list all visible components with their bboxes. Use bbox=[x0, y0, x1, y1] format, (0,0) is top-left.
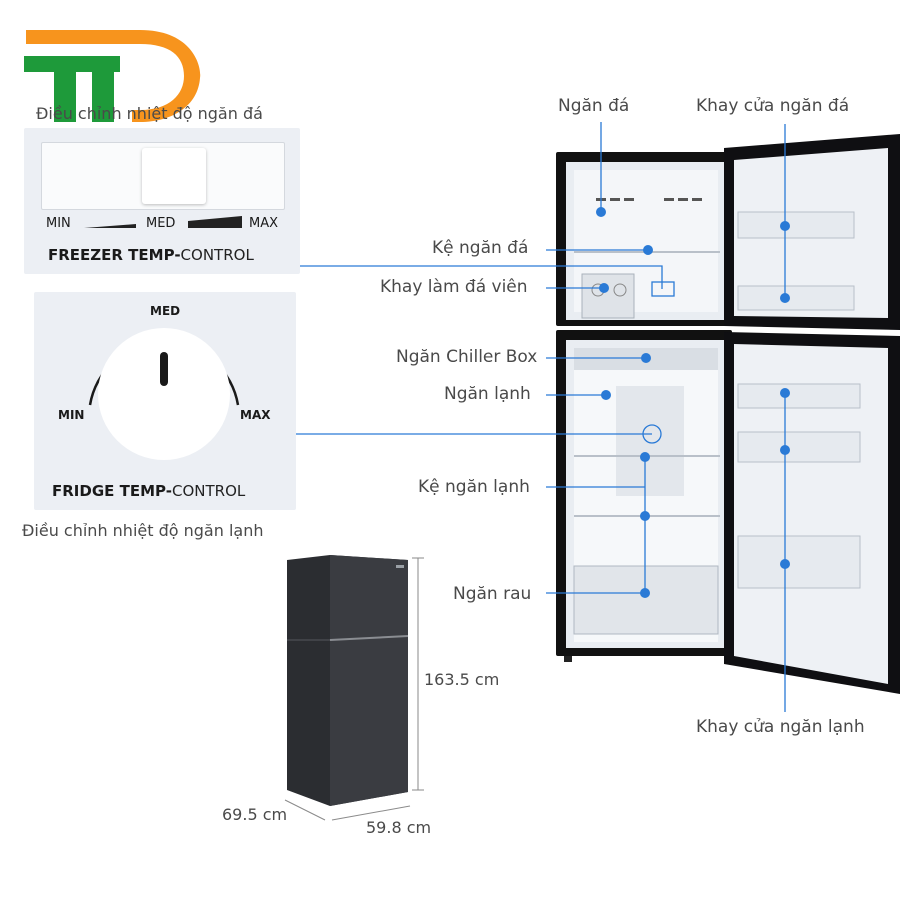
freezer-slider-knob bbox=[142, 148, 206, 204]
dot-vegetable-drawer bbox=[640, 588, 650, 598]
fridge-control-marker bbox=[642, 424, 662, 444]
label-fridge-shelf: Kệ ngăn lạnh bbox=[418, 477, 530, 497]
fridge-control-panel: MED MIN MAX FRIDGE TEMP-CONTROL bbox=[34, 292, 296, 510]
dot-fridge-compartment bbox=[601, 390, 611, 400]
freezer-control-marker bbox=[651, 281, 675, 297]
fridge-min-label: MIN bbox=[58, 408, 85, 422]
dot-freezer-door-tray-top bbox=[780, 221, 790, 231]
freezer-med-label: MED bbox=[146, 216, 176, 231]
label-freezer-door-tray: Khay cửa ngăn đá bbox=[696, 96, 850, 116]
freezer-control-panel: MIN MED MAX FREEZER TEMP-CONTROL bbox=[24, 128, 300, 274]
freezer-title-light: CONTROL bbox=[180, 246, 254, 264]
fridge-med-label: MED bbox=[150, 304, 181, 318]
dot-fridge-door-tray-3 bbox=[780, 559, 790, 569]
label-ice-tray: Khay làm đá viên bbox=[380, 277, 528, 297]
freezer-title-bold: FREEZER TEMP- bbox=[48, 246, 181, 264]
dot-ice-tray bbox=[599, 283, 609, 293]
callout-dots bbox=[596, 207, 790, 598]
label-vegetable-drawer: Ngăn rau bbox=[453, 584, 532, 604]
fridge-control-caption: Điều chỉnh nhiệt độ ngăn lạnh bbox=[22, 521, 264, 540]
fridge-title-bold: FRIDGE TEMP- bbox=[52, 482, 172, 500]
freezer-min-label: MIN bbox=[46, 216, 71, 231]
label-fridge-compartment: Ngăn lạnh bbox=[444, 384, 531, 404]
dot-fridge-door-tray-1 bbox=[780, 388, 790, 398]
label-fridge-door-tray: Khay cửa ngăn lạnh bbox=[696, 717, 865, 737]
label-freezer-compartment: Ngăn đá bbox=[558, 96, 630, 116]
dot-freezer-shelf bbox=[643, 245, 653, 255]
dimension-depth: 69.5 cm bbox=[222, 805, 288, 824]
dot-fridge-shelf-2 bbox=[640, 511, 650, 521]
logo bbox=[22, 26, 207, 126]
dot-fridge-door-tray-2 bbox=[780, 445, 790, 455]
dot-chiller-box bbox=[641, 353, 651, 363]
fridge-control-title: FRIDGE TEMP-CONTROL bbox=[52, 482, 245, 500]
fridge-max-label: MAX bbox=[240, 408, 271, 422]
freezer-max-label: MAX bbox=[249, 216, 279, 231]
fridge-dial-graphic bbox=[88, 328, 240, 460]
dot-freezer-door-tray-bottom bbox=[780, 293, 790, 303]
label-freezer-shelf: Kệ ngăn đá bbox=[432, 238, 529, 258]
freezer-scale-bars bbox=[84, 216, 242, 228]
freezer-control-title: FREEZER TEMP-CONTROL bbox=[48, 246, 254, 264]
dimension-height: 163.5 cm bbox=[424, 670, 500, 689]
dimension-width: 59.8 cm bbox=[366, 818, 432, 837]
freezer-control-caption: Điều chỉnh nhiệt độ ngăn đá bbox=[36, 104, 263, 123]
dot-fridge-shelf-1 bbox=[640, 452, 650, 462]
label-chiller-box: Ngăn Chiller Box bbox=[396, 347, 538, 367]
fridge-title-light: CONTROL bbox=[171, 482, 246, 500]
dot-freezer-compartment bbox=[596, 207, 606, 217]
logo-graphic bbox=[24, 30, 201, 122]
